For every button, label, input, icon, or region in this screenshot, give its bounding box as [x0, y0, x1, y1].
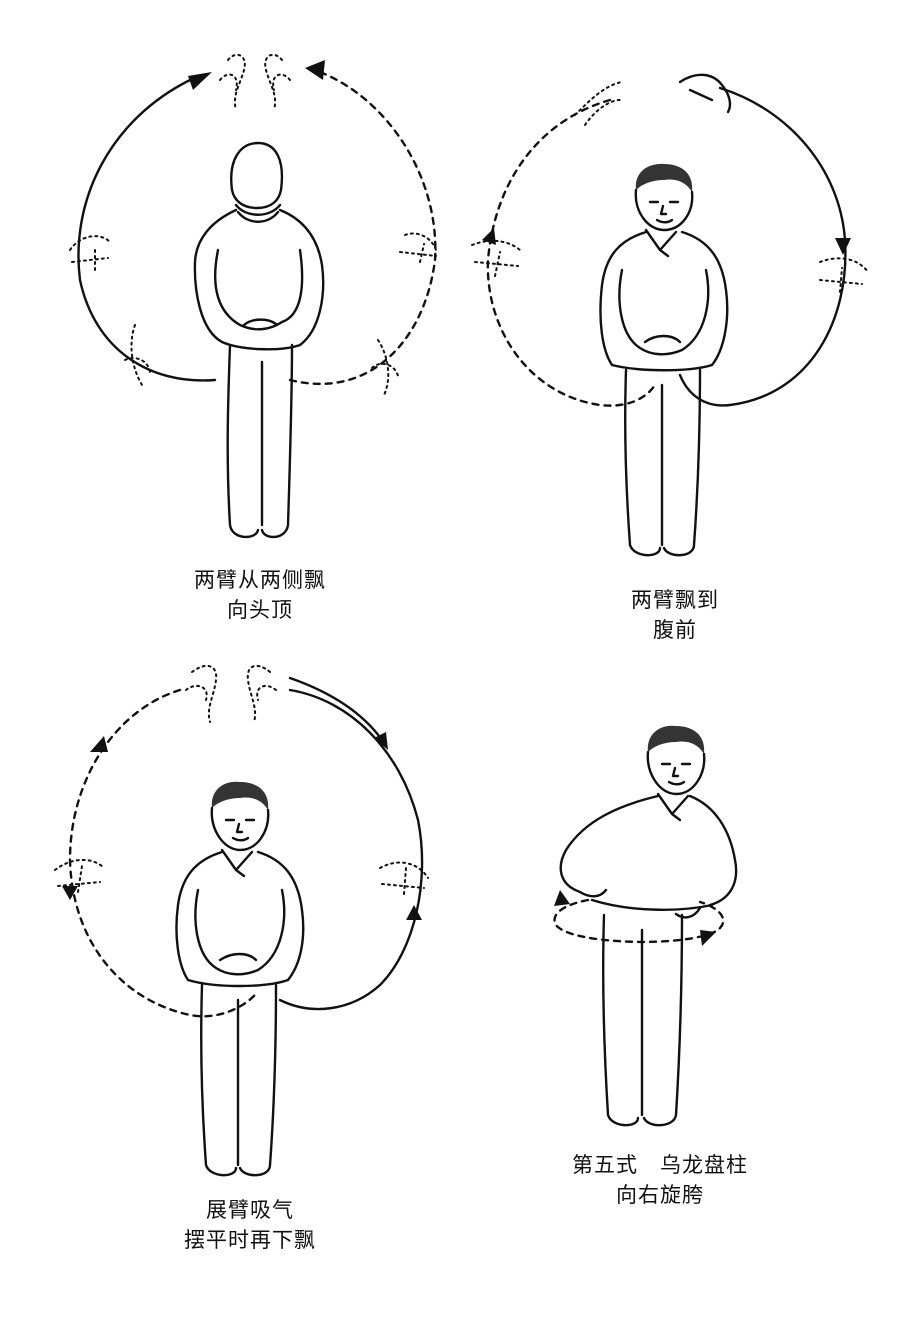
- panel-2-hand-left: [471, 239, 521, 277]
- panel-1-figure: [69, 53, 437, 539]
- panel-3-torso: [175, 850, 305, 988]
- panel-3-head: [210, 806, 270, 852]
- panel-1-hand-top-right: [264, 53, 291, 111]
- panel-2-figure: [471, 73, 869, 557]
- panel-1-collar: [234, 203, 282, 223]
- panel-1-torso: [193, 208, 325, 351]
- panel-3-hand-right: [379, 861, 429, 895]
- panel-2-caption-line-1: 两臂飘到: [631, 588, 719, 612]
- panel-2-arms: [618, 268, 710, 356]
- panel-4-collar: [656, 792, 690, 822]
- panel-3-caption-line-1: 展臂吸气: [206, 1198, 294, 1222]
- panel-2-left-arc: [486, 98, 657, 407]
- panel-3-double-arrowhead: [374, 732, 388, 750]
- panel-4-torso: [559, 794, 738, 911]
- panel-1-left-arc: [77, 78, 217, 382]
- panel-3-face: [224, 818, 256, 842]
- panel-1-arrowhead-right: [305, 60, 325, 80]
- panel-3-collar: [220, 848, 254, 878]
- panel-3-left-arc: [68, 688, 257, 1018]
- panel-2-hair: [635, 163, 693, 192]
- panel-3-hand-left: [54, 859, 105, 893]
- panel-3-right-arc: [278, 688, 424, 1011]
- panel-4-hip-orbit: [553, 898, 725, 944]
- panel-1-arrowhead-left: [188, 72, 212, 90]
- panel-1-arms: [213, 248, 304, 331]
- panel-4-hands: [578, 888, 702, 919]
- panel-3-figure: [54, 664, 429, 1177]
- panel-3-arrowhead-right: [406, 905, 422, 920]
- panel-1-head: [230, 141, 284, 210]
- panel-2-face: [648, 200, 680, 224]
- panel-2-collar: [644, 228, 678, 258]
- panel-4-face: [660, 762, 692, 786]
- panel-1-hand-left: [69, 235, 111, 271]
- panel-1-caption-line-1: 两臂从两侧飘: [194, 568, 326, 592]
- panel-2-right-arc: [678, 86, 847, 407]
- panel-2-hand-right: [819, 257, 869, 293]
- panel-2-arrowhead-right: [835, 238, 851, 255]
- panel-4-caption-line-1: 第五式 乌龙盘柱: [572, 1153, 748, 1177]
- panel-3-hand-top-right: [246, 664, 277, 723]
- panel-1-hand-top-left: [219, 53, 246, 111]
- panel-3-arrowhead-left-top: [90, 736, 108, 752]
- panel-1-hand-lower-right: [371, 339, 399, 396]
- panel-2-hand-top-left: [574, 81, 623, 126]
- panel-1-hand-right: [399, 232, 437, 263]
- panel-1-legs: [226, 343, 294, 539]
- panel-1-right-arc: [288, 70, 437, 386]
- panel-2-hand-top-right: [678, 73, 732, 114]
- panel-3-hand-top-left: [185, 664, 218, 723]
- panel-4-arrowhead-right: [700, 930, 716, 946]
- panel-2-caption-line-2: 腹前: [653, 618, 697, 642]
- panel-4-hair: [647, 725, 705, 754]
- panel-4-caption: 第五式 乌龙盘柱 向右旋胯: [530, 1150, 790, 1210]
- panel-1-hand-lower-left: [124, 324, 151, 386]
- panel-2-head: [634, 188, 694, 232]
- panel-2-torso: [599, 230, 729, 372]
- panel-3-double-arrow: [288, 676, 384, 742]
- panel-2-caption: 两臂飘到 腹前: [565, 585, 785, 645]
- panel-4-legs: [602, 913, 684, 1127]
- panel-4-arrowhead-left: [554, 890, 570, 906]
- panel-4-figure: [553, 725, 738, 1127]
- panel-2-legs: [624, 368, 702, 557]
- panel-3-arrowhead-left-bottom: [62, 886, 78, 900]
- panel-1-caption-line-2: 向头顶: [227, 598, 293, 622]
- panel-1-caption: 两臂从两侧飘 向头顶: [150, 565, 370, 625]
- panel-4-head: [646, 750, 706, 796]
- panel-4-caption-line-2: 向右旋胯: [616, 1183, 704, 1207]
- panel-3-hair: [211, 781, 269, 810]
- panel-3-caption: 展臂吸气 摆平时再下飘: [140, 1195, 360, 1255]
- panel-3-arms: [194, 888, 286, 976]
- panel-3-legs: [200, 983, 278, 1177]
- panel-3-caption-line-2: 摆平时再下飘: [184, 1228, 316, 1252]
